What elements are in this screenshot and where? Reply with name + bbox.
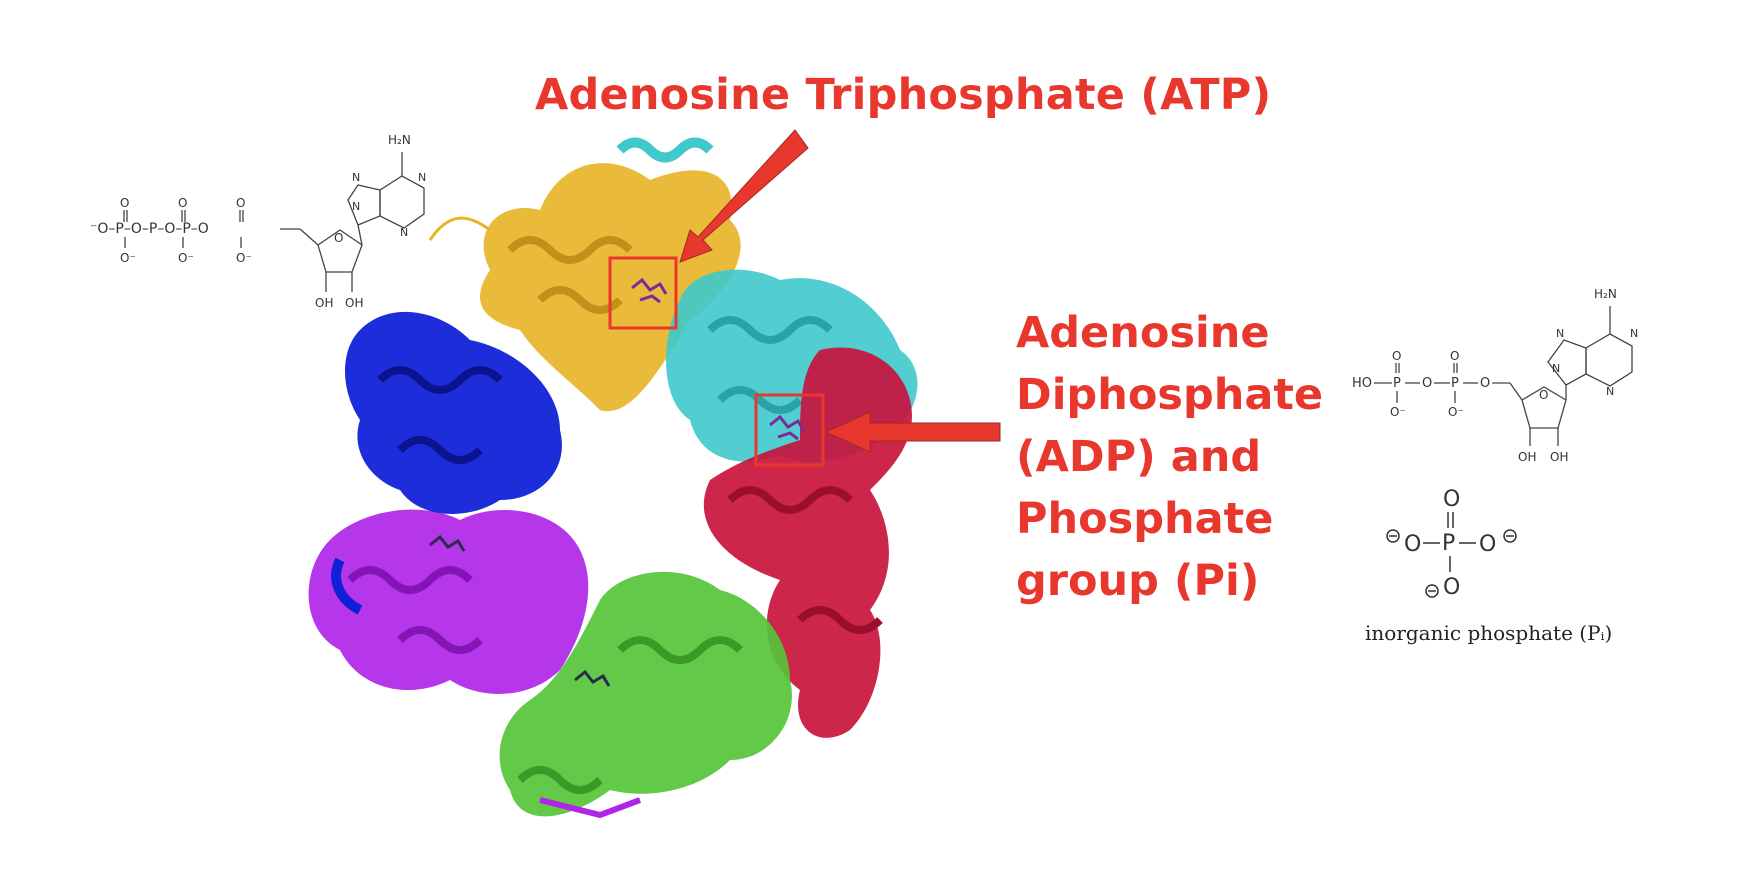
atp-oh-right: OH [345,296,363,310]
svg-text:N: N [1606,385,1614,398]
svg-text:O: O [236,196,245,210]
pi-structure: O P O O O inorganic phosphate (Pᵢ) [1365,487,1612,645]
svg-text:O: O [178,196,187,210]
svg-text:O⁻: O⁻ [178,251,194,265]
adp-title-line-5: group (Pi) [1016,556,1260,606]
svg-text:O⁻: O⁻ [1448,405,1464,419]
subunit-green [499,571,792,819]
subunit-blue [331,311,562,615]
svg-text:O⁻: O⁻ [236,251,252,265]
svg-text:P: P [1442,531,1455,556]
svg-text:N: N [400,226,408,239]
svg-text:N: N [1556,327,1564,340]
adp-structure: HO P O P O O O O⁻ O⁻ O OH OH [1352,287,1638,464]
adp-title-line-3: (ADP) and [1016,432,1262,482]
atp-title: Adenosine Triphosphate (ATP) [535,70,1272,120]
protein-hexamer [308,137,918,819]
svg-text:O: O [1443,575,1460,600]
ligand-adp [769,414,806,441]
atp-phosphate-chain: ⁻O–P–O–P–O–P–O [90,221,209,237]
pi-caption: inorganic phosphate (Pᵢ) [1365,621,1612,645]
svg-text:N: N [418,171,426,184]
svg-text:N: N [352,200,360,213]
svg-text:O: O [1404,532,1421,557]
right-arrow-icon [824,411,1001,453]
atp-oh-left: OH [315,296,333,310]
svg-text:N: N [1552,362,1560,375]
adp-title-line-4: Phosphate [1016,494,1274,544]
adp-hydroxyl-start: HO [1352,376,1372,391]
atp-amine: H₂N [388,133,411,147]
svg-text:O: O [1539,388,1548,402]
svg-text:O⁻: O⁻ [120,251,136,265]
adp-title-line-2: Diphosphate [1016,370,1324,420]
svg-text:N: N [352,171,360,184]
atp-structure: ⁻O–P–O–P–O–P–O O O O O⁻ O⁻ O⁻ O OH OH [90,133,426,310]
svg-text:P: P [1393,376,1401,391]
svg-text:P: P [1451,376,1459,391]
svg-text:O: O [1480,376,1490,391]
svg-text:O: O [334,231,343,245]
svg-text:O⁻: O⁻ [1390,405,1406,419]
ligand-magenta-site [429,534,466,552]
diagonal-arrow-icon [679,129,809,263]
svg-text:O: O [1443,487,1460,512]
svg-text:O: O [1479,532,1496,557]
adp-highlight-box [754,393,825,467]
svg-text:O: O [1392,349,1401,363]
adp-oh-right: OH [1550,450,1568,464]
atp-highlight-box [608,256,678,330]
subunit-magenta [308,509,589,694]
adp-oh-left: OH [1518,450,1536,464]
ligand-atp [631,277,668,304]
svg-text:O: O [120,196,129,210]
svg-text:N: N [1630,327,1638,340]
ligand-green-site [574,669,611,687]
adp-pi-title: Adenosine Diphosphate (ADP) and Phosphat… [1016,302,1323,612]
svg-text:O: O [1422,376,1432,391]
svg-text:O: O [1450,349,1459,363]
adp-amine: H₂N [1594,287,1617,301]
adp-title-line-1: Adenosine [1016,308,1270,358]
